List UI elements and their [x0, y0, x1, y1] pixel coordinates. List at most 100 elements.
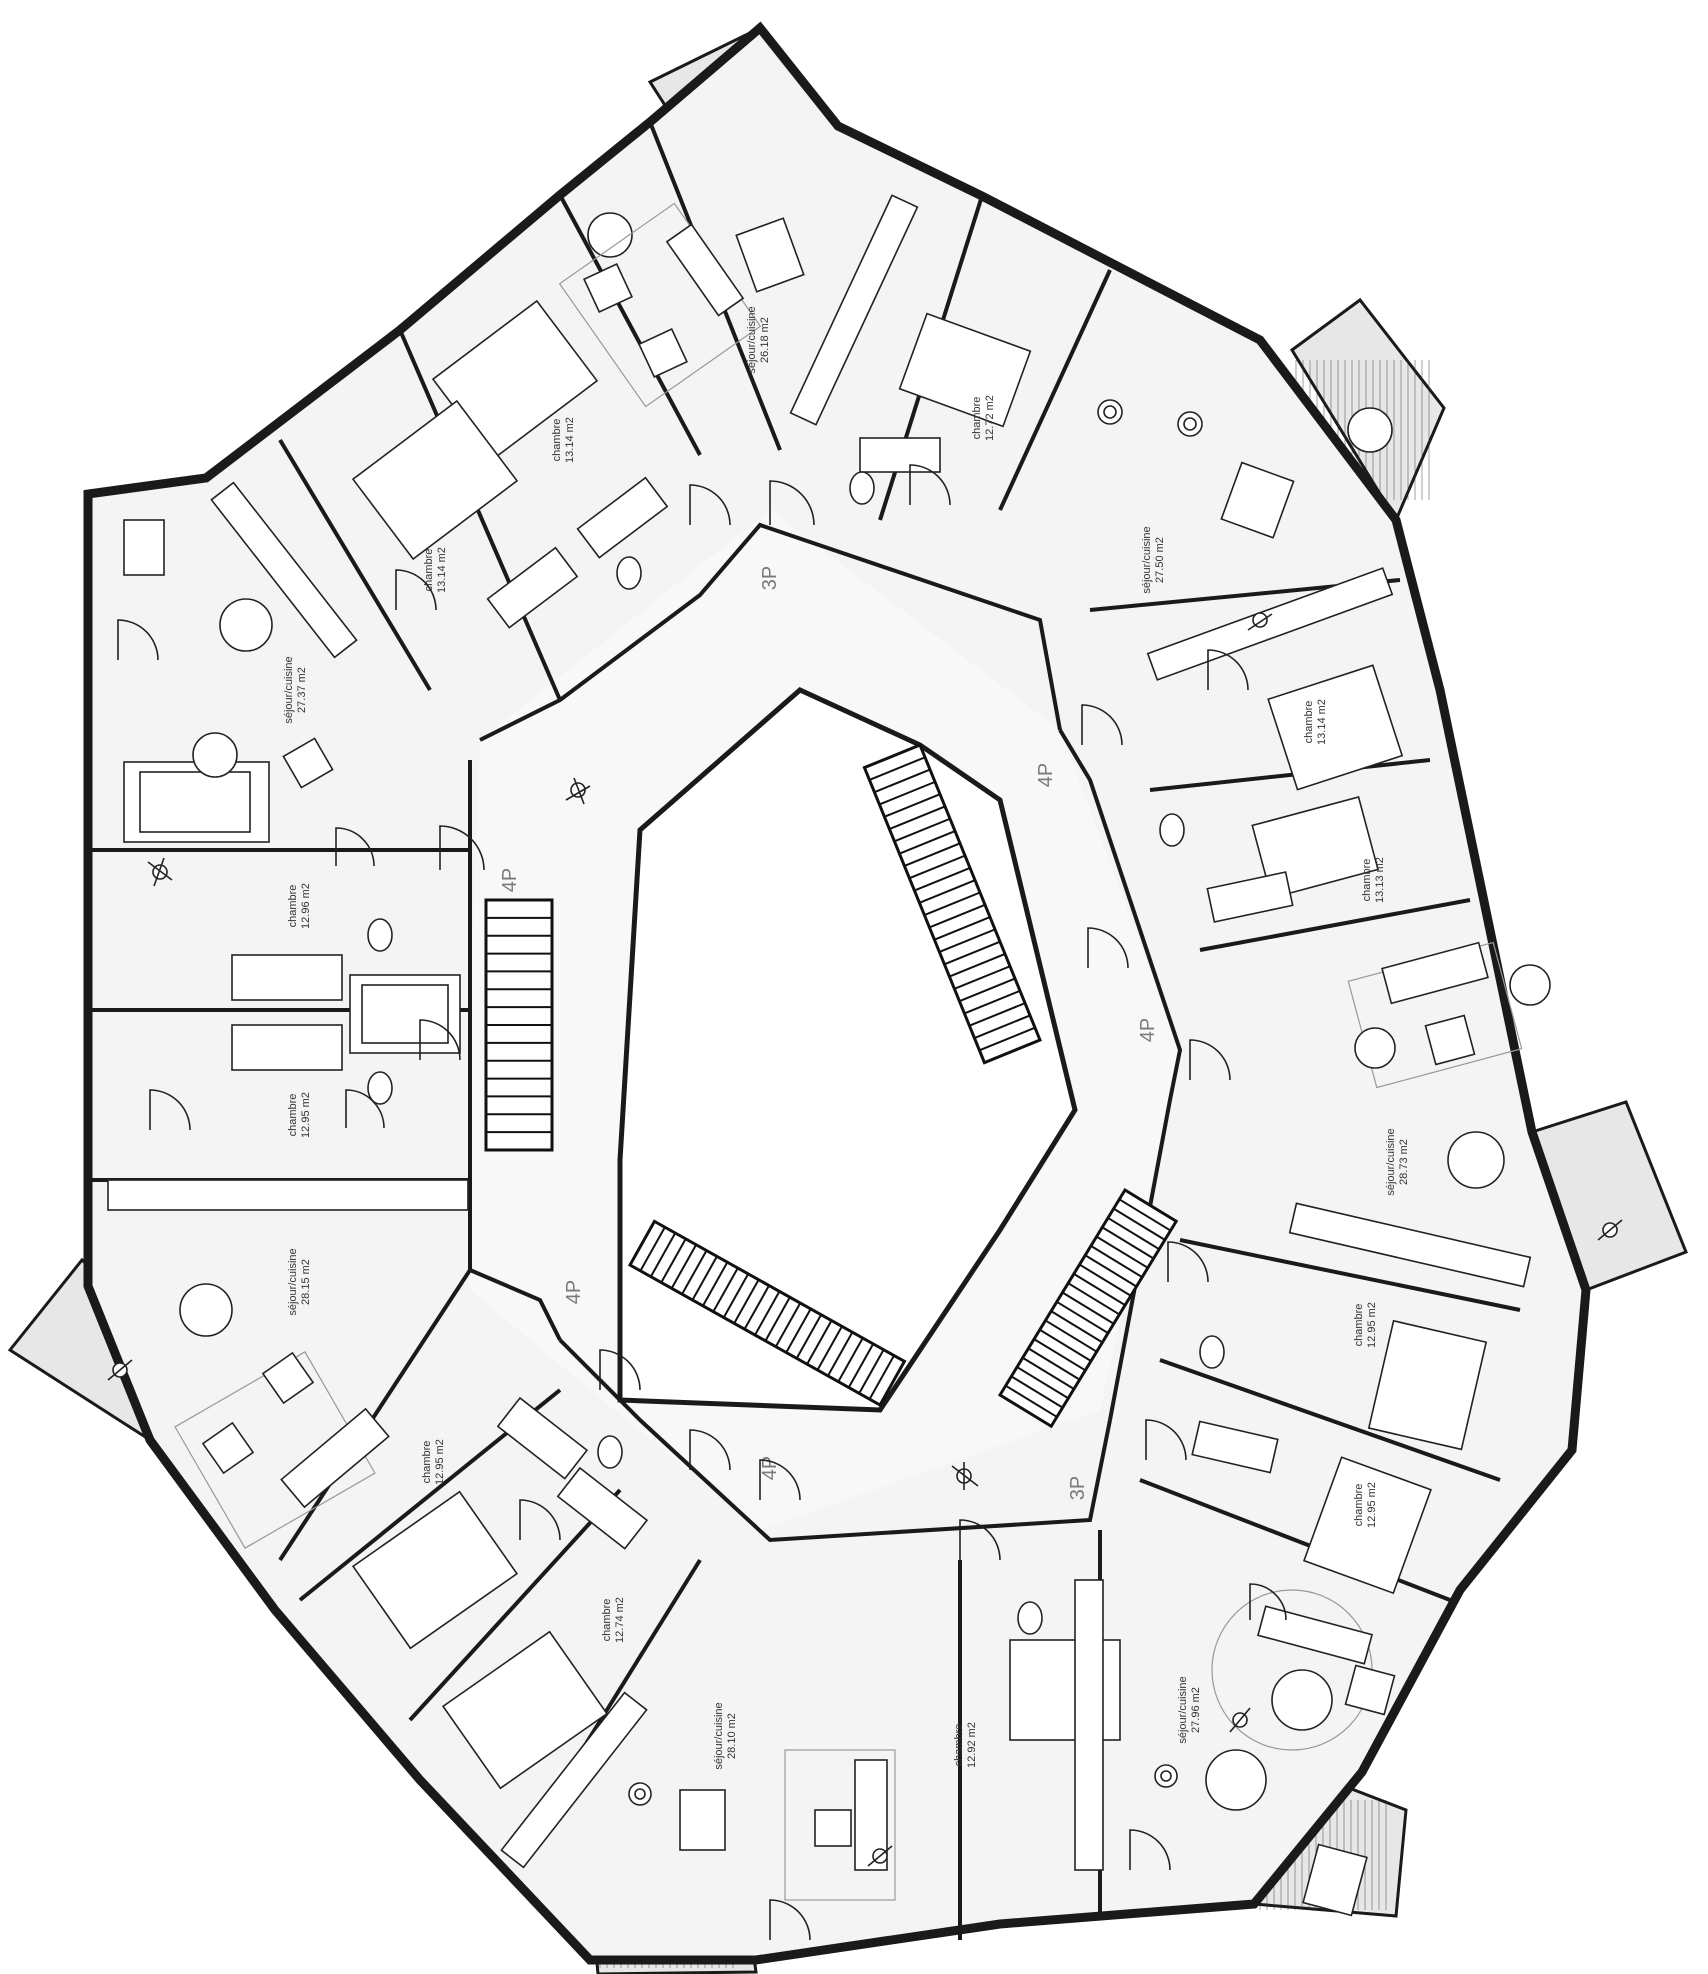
room-name-label: chambre: [551, 419, 563, 462]
room-area-label: 13.13 m2: [1374, 857, 1386, 903]
stair-tread: [712, 1267, 739, 1313]
door-swing: [345, 1089, 385, 1129]
stair-tread: [974, 1014, 1031, 1039]
room-name-label: chambre: [971, 397, 983, 440]
stair-tread: [874, 768, 931, 794]
stair-tread: [858, 1349, 885, 1394]
bed: [351, 1490, 519, 1650]
kitchen-counter: [500, 1691, 648, 1869]
stair-tread: [847, 1343, 875, 1388]
room-area-label: 12.72 m2: [984, 395, 996, 441]
door-swing: [1129, 1829, 1171, 1871]
door-swing: [519, 1499, 561, 1541]
unit-tag: 4P: [759, 1456, 781, 1480]
stair-tread: [660, 1238, 687, 1283]
stair-tread: [785, 1308, 812, 1353]
room-name-label: séjour/cuisine: [287, 1248, 299, 1315]
armchair: [1354, 1027, 1396, 1069]
sofa: [280, 1407, 390, 1509]
door-swing: [1207, 649, 1249, 691]
room-labels: séjour/cuisine 26.18 m2 chambre 13.14 m2…: [283, 306, 1410, 1769]
bathtub: [496, 1396, 589, 1480]
stair-tread: [1061, 1291, 1115, 1325]
stair-tread: [1107, 1217, 1160, 1251]
stair-tread: [969, 1002, 1026, 1027]
kitchen-counter: [123, 761, 270, 843]
stair-tread: [979, 1026, 1036, 1052]
stair-left: [484, 898, 554, 1152]
room-name-label: chambre: [423, 549, 435, 592]
room-area-label: 13.14 m2: [1316, 699, 1328, 745]
dining-table: [735, 217, 805, 293]
toilet: [1199, 1335, 1225, 1369]
stair-tread: [944, 940, 1001, 966]
furniture: [107, 194, 1551, 1917]
door-swing: [909, 464, 951, 506]
stair-tread: [954, 965, 1011, 990]
round-table: [219, 598, 273, 652]
armchair: [201, 1421, 255, 1475]
stair-tread: [1039, 1328, 1092, 1362]
door-swing: [419, 1019, 461, 1061]
sofa: [1381, 941, 1489, 1005]
stair-tread: [914, 866, 971, 892]
armchair: [1424, 1014, 1476, 1066]
door-swing: [149, 1089, 191, 1131]
person-icon: [147, 857, 173, 887]
stair-tread: [949, 953, 1006, 978]
door-swing: [759, 1459, 801, 1501]
armchair: [638, 328, 688, 378]
stair-tread: [816, 1325, 843, 1371]
door-swing: [769, 480, 815, 526]
bathtub: [556, 1466, 649, 1550]
lift-shaft-inner: [361, 984, 449, 1044]
room-area-label: 12.95 m2: [300, 1092, 312, 1138]
room-area-label: 13.14 m2: [436, 547, 448, 593]
lift-shaft: [349, 974, 461, 1054]
stair-top-right: [862, 743, 1042, 1065]
stair-tread: [934, 916, 991, 941]
kitchen-counter-inner: [139, 771, 251, 833]
room-name-label: chambre: [421, 1441, 433, 1484]
bathtub: [576, 476, 669, 559]
room-name-label: séjour/cuisine: [1385, 1128, 1397, 1195]
armchair: [583, 263, 633, 313]
stair-tread: [1010, 1375, 1064, 1409]
kitchen-counter: [1074, 1579, 1104, 1871]
stair-tread: [827, 1331, 854, 1377]
room-name-label: séjour/cuisine: [283, 656, 295, 723]
room-name-label: chambre: [1353, 1304, 1365, 1347]
stair-tread: [1022, 1356, 1075, 1390]
kitchen-counter: [210, 481, 358, 659]
door-swing: [1249, 1583, 1287, 1621]
door-swing: [689, 484, 731, 526]
door-swing: [1087, 927, 1129, 969]
room-area-label: 28.15 m2: [300, 1259, 312, 1305]
armchair: [814, 1809, 852, 1847]
stair-tread: [1050, 1310, 1103, 1344]
person-icon: [951, 1462, 979, 1490]
stair-tread: [1056, 1300, 1109, 1334]
stair-tread: [681, 1250, 708, 1295]
stair-bottom-left: [627, 1219, 907, 1408]
person-icon: [1247, 612, 1273, 631]
room-area-label: 12.95 m2: [1366, 1302, 1378, 1348]
dining-table: [1302, 1843, 1368, 1917]
stair-right: [997, 1187, 1179, 1429]
unit-tag: 4P: [563, 1280, 585, 1304]
bed: [1267, 664, 1404, 791]
toilet: [849, 471, 875, 505]
toilet: [597, 1435, 623, 1469]
sofa: [1257, 1605, 1373, 1665]
unit-tag: 4P: [1035, 763, 1057, 787]
bed: [898, 312, 1032, 428]
round-table: [1447, 1131, 1505, 1189]
round-table: [1347, 407, 1393, 453]
person-icon: [565, 777, 591, 805]
room-area-label: 26.18 m2: [759, 317, 771, 363]
door-swing: [1081, 704, 1123, 746]
toilet: [367, 1071, 393, 1105]
stair-tread: [1005, 1384, 1058, 1418]
armchair: [261, 1351, 315, 1405]
room-area-label: 12.96 m2: [300, 883, 312, 929]
